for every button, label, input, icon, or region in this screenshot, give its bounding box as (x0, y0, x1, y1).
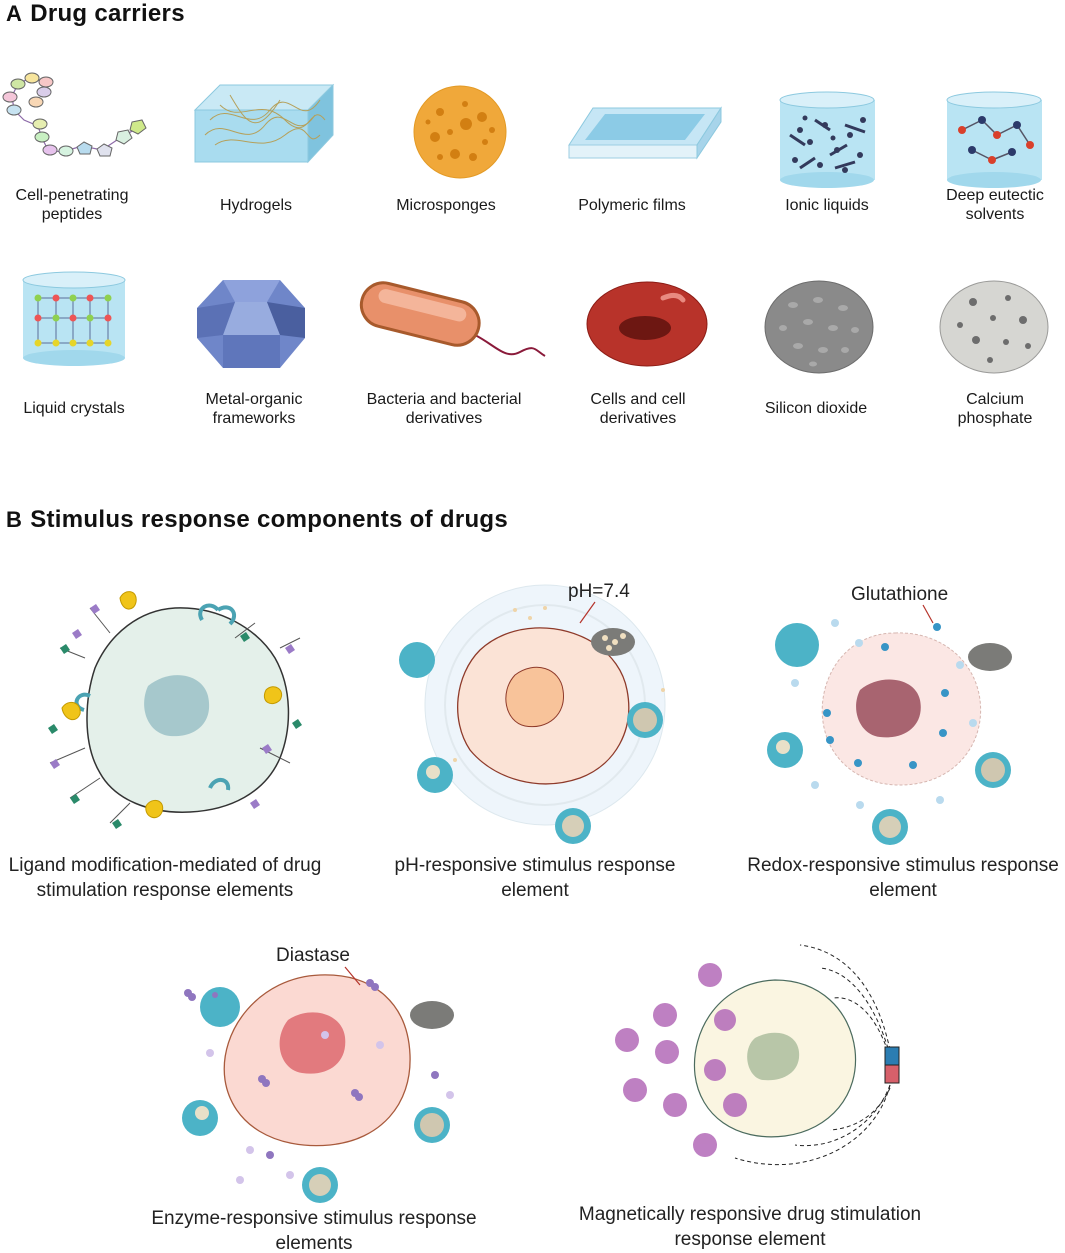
polymer-film-icon (568, 106, 722, 160)
carrier-label-line2: phosphate (957, 410, 1033, 427)
carrier-label: Microsponges (396, 196, 496, 215)
carrier-label-line1: Deep eutectic (946, 187, 1044, 204)
section-b-title: B Stimulus response components of drugs (6, 506, 508, 534)
stimulus-label-line2: stimulation response elements (36, 880, 294, 901)
carrier-label: Deep eutectic solvents (946, 186, 1044, 224)
ligand-cell-illustration (48, 591, 302, 829)
stimulus-label: pH-responsive stimulus response element (395, 853, 676, 903)
stimulus-label-line2: element (869, 880, 937, 901)
ionic-liquid-beaker-icon (779, 91, 875, 188)
carrier-label-line1: Liquid crystals (23, 400, 125, 417)
red-blood-cell-icon (586, 281, 708, 367)
carrier-label-line1: Calcium (966, 391, 1024, 408)
section-a-title: A Drug carriers (6, 0, 185, 28)
stimulus-label-line1: Magnetically responsive drug stimulation (578, 1204, 922, 1225)
stimulus-label-line1: Enzyme-responsive stimulus response (151, 1208, 477, 1229)
stimulus-label-line2: response element (674, 1229, 826, 1250)
enzyme-annotation: Diastase (276, 945, 350, 966)
carrier-label-line1: Bacteria and bacterial (366, 391, 522, 408)
liquid-crystal-beaker-icon (22, 271, 126, 366)
carrier-label: Ionic liquids (785, 196, 869, 215)
carrier-label-line1: Silicon dioxide (764, 400, 868, 417)
section-a-heading: Drug carriers (30, 0, 185, 27)
carrier-label: Silicon dioxide (765, 399, 867, 418)
calcium-phosphate-sphere-icon (939, 280, 1049, 374)
carrier-label-line2: peptides (41, 206, 103, 223)
stimulus-label-line1: pH-responsive stimulus response (394, 855, 676, 876)
carrier-label-line2: derivatives (599, 410, 677, 427)
silica-sphere-icon (764, 280, 874, 374)
stimulus-label-line2: elements (275, 1233, 353, 1253)
ph-cell-illustration (399, 584, 666, 844)
section-b-heading: Stimulus response components of drugs (30, 506, 509, 533)
hydrogel-block-icon (193, 83, 335, 164)
stimulus-label: Enzyme-responsive stimulus response eleme… (151, 1206, 476, 1253)
carrier-label-line1: Cells and cell (590, 391, 686, 408)
carrier-label-line1: Polymeric films (578, 197, 686, 214)
carrier-label: Hydrogels (220, 196, 292, 215)
des-beaker-icon (946, 91, 1042, 188)
carrier-label: Cell-penetrating peptides (16, 186, 129, 224)
section-a-letter: A (6, 1, 23, 26)
carrier-label-line1: Cell-penetrating (15, 187, 129, 204)
stimulus-label-line1: Redox-responsive stimulus response (747, 855, 1059, 876)
magnet-icon (880, 1043, 920, 1088)
bacterium-icon (359, 281, 546, 357)
redox-annotation: Glutathione (851, 584, 949, 605)
stimulus-label: Ligand modification-mediated of drug stim… (9, 853, 322, 903)
microsponge-icon (413, 85, 507, 179)
stimulus-label-line2: element (501, 880, 569, 901)
carrier-label-line2: solvents (965, 206, 1025, 223)
carrier-label: Cells and cell derivatives (590, 390, 685, 428)
carrier-label: Polymeric films (578, 196, 686, 215)
stimulus-label: Redox-responsive stimulus response elemen… (747, 853, 1059, 903)
redox-cell-illustration (767, 604, 1012, 845)
ph-annotation: pH=7.4 (568, 581, 630, 602)
section-b-letter: B (6, 507, 23, 532)
carrier-label: Metal-organic frameworks (206, 390, 303, 428)
mof-crystal-icon (197, 280, 305, 368)
stimulus-label: Magnetically responsive drug stimulation… (579, 1202, 921, 1252)
enzyme-cell-illustration (182, 966, 454, 1203)
carrier-label-line1: Ionic liquids (785, 197, 869, 214)
carrier-label-line1: Hydrogels (219, 197, 293, 214)
carrier-label: Bacteria and bacterial derivatives (367, 390, 522, 428)
carrier-label: Liquid crystals (23, 399, 124, 418)
carrier-label-line1: Metal-organic (205, 391, 303, 408)
stimulus-label-line1: Ligand modification-mediated of drug (8, 855, 322, 876)
carrier-label-line1: Microsponges (396, 197, 496, 214)
peptide-chain-icon (2, 72, 147, 157)
carrier-label-line2: frameworks (212, 410, 296, 427)
carrier-label: Calcium phosphate (958, 390, 1033, 428)
magnetic-cell-illustration (615, 944, 900, 1166)
carrier-label-line2: derivatives (405, 410, 483, 427)
